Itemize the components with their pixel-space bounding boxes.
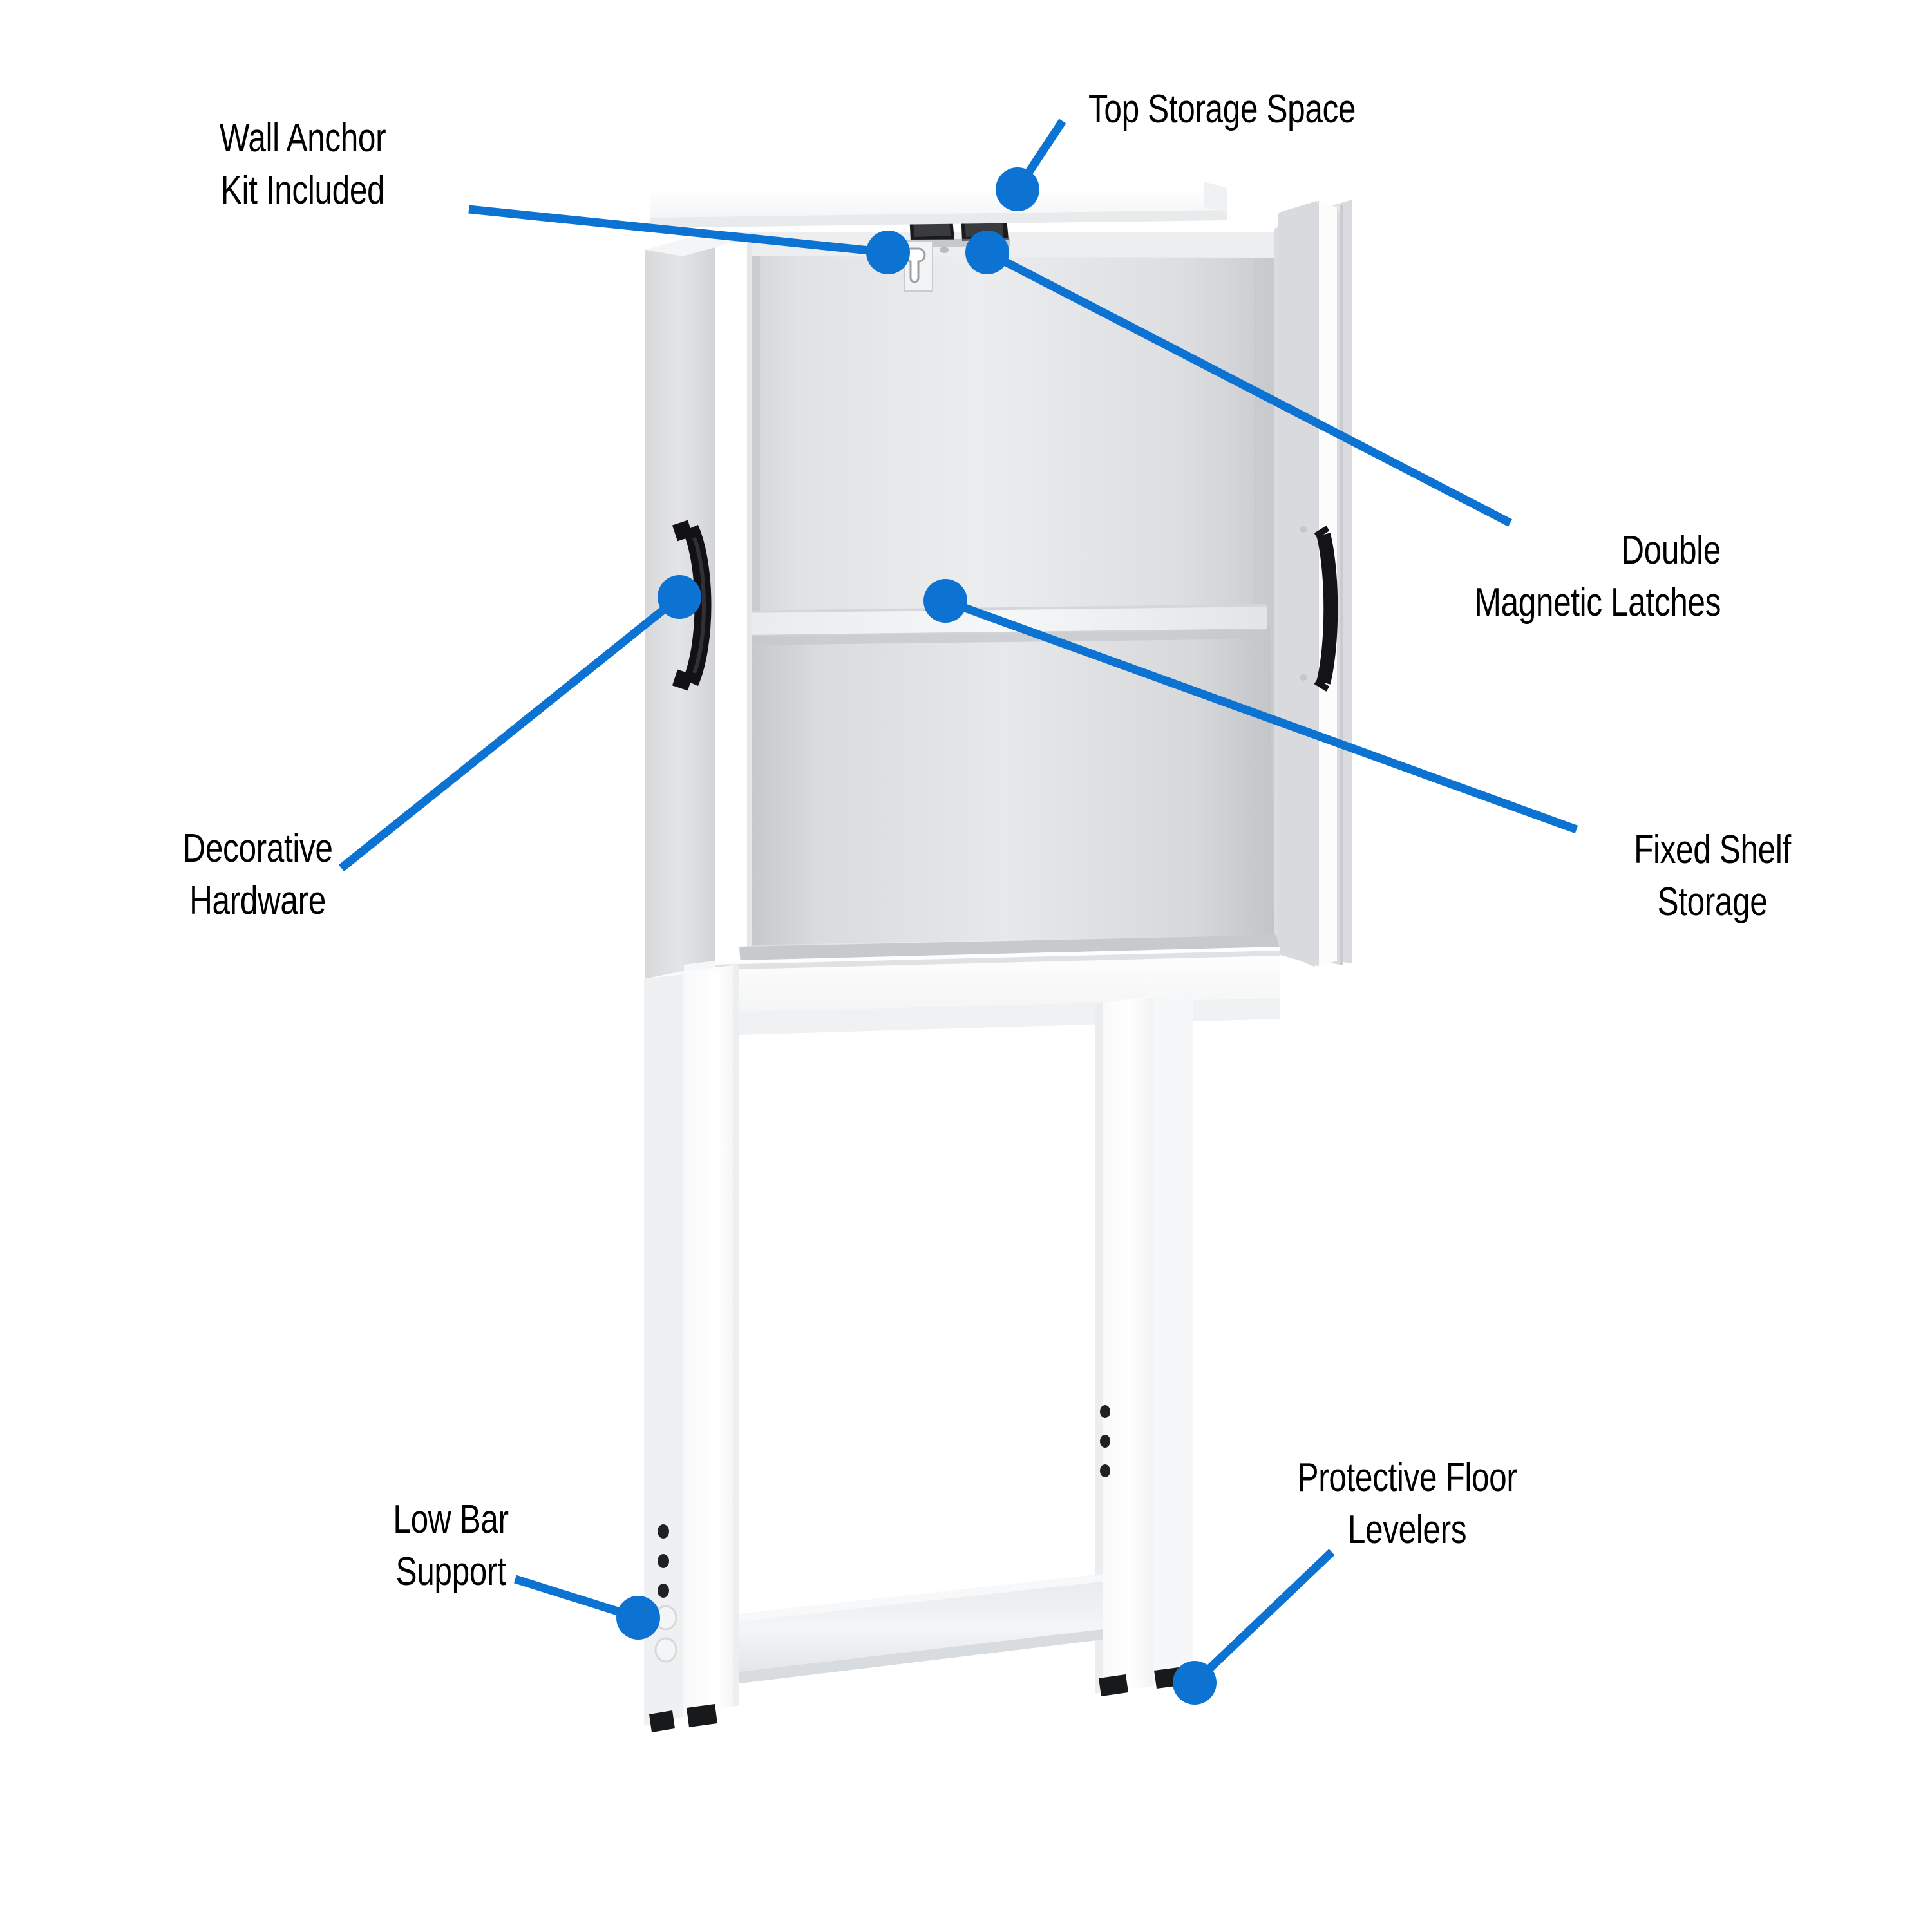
hinge-mark <box>1300 674 1307 681</box>
anchor-screw <box>940 247 949 253</box>
callout-label-decorative-hardware: Decorative Hardware <box>182 826 333 923</box>
leveler-front-right <box>1099 1674 1128 1696</box>
leader-line-decorative-hardware <box>338 593 683 872</box>
leader-line-fixed-shelf-storage <box>943 596 1578 834</box>
callout-dot-double-magnetic-latches[interactable] <box>965 231 1009 274</box>
callout-label-low-bar-support: Low Bar Support <box>393 1497 509 1594</box>
callout-label-protective-floor-levelers: Protective Floor Levelers <box>1297 1455 1517 1552</box>
low-bar-support <box>739 1574 1103 1683</box>
leader-line-wall-anchor-kit-included <box>468 205 889 257</box>
top-panel <box>650 182 1227 228</box>
callout-label-fixed-shelf-storage: Fixed Shelf Storage <box>1634 828 1791 924</box>
leader-line-double-magnetic-latches <box>985 249 1512 527</box>
callout-label-wall-anchor-kit-included: Wall Anchor Kit Included <box>219 116 386 213</box>
right-leg <box>1095 990 1193 1694</box>
left-leg <box>644 965 739 1726</box>
right-door-handle[interactable] <box>1314 526 1338 692</box>
callout-leaders <box>338 118 1578 1705</box>
left-leg-peg-holes <box>658 1524 669 1598</box>
callout-dot-protective-floor-levelers[interactable] <box>1173 1661 1217 1705</box>
callout-dot-fixed-shelf-storage[interactable] <box>923 579 967 623</box>
callout-dot-top-storage-space[interactable] <box>996 167 1039 211</box>
callout-dot-low-bar-support[interactable] <box>616 1596 660 1640</box>
cabinet-interior-lower <box>739 626 1274 945</box>
callout-label-double-magnetic-latches: Double Magnetic Latches <box>1474 528 1721 625</box>
leveler-front-left <box>687 1704 717 1727</box>
right-leg-peg-holes <box>1100 1405 1110 1477</box>
leader-line-protective-floor-levelers <box>1191 1549 1335 1686</box>
hinge-mark <box>1300 526 1307 533</box>
callout-dot-wall-anchor-kit-included[interactable] <box>866 231 910 274</box>
left-door-handle[interactable] <box>672 520 712 691</box>
callout-dot-decorative-hardware[interactable] <box>658 575 701 619</box>
callout-label-top-storage-space: Top Storage Space <box>1088 87 1356 131</box>
leveler-back-left <box>649 1710 675 1732</box>
